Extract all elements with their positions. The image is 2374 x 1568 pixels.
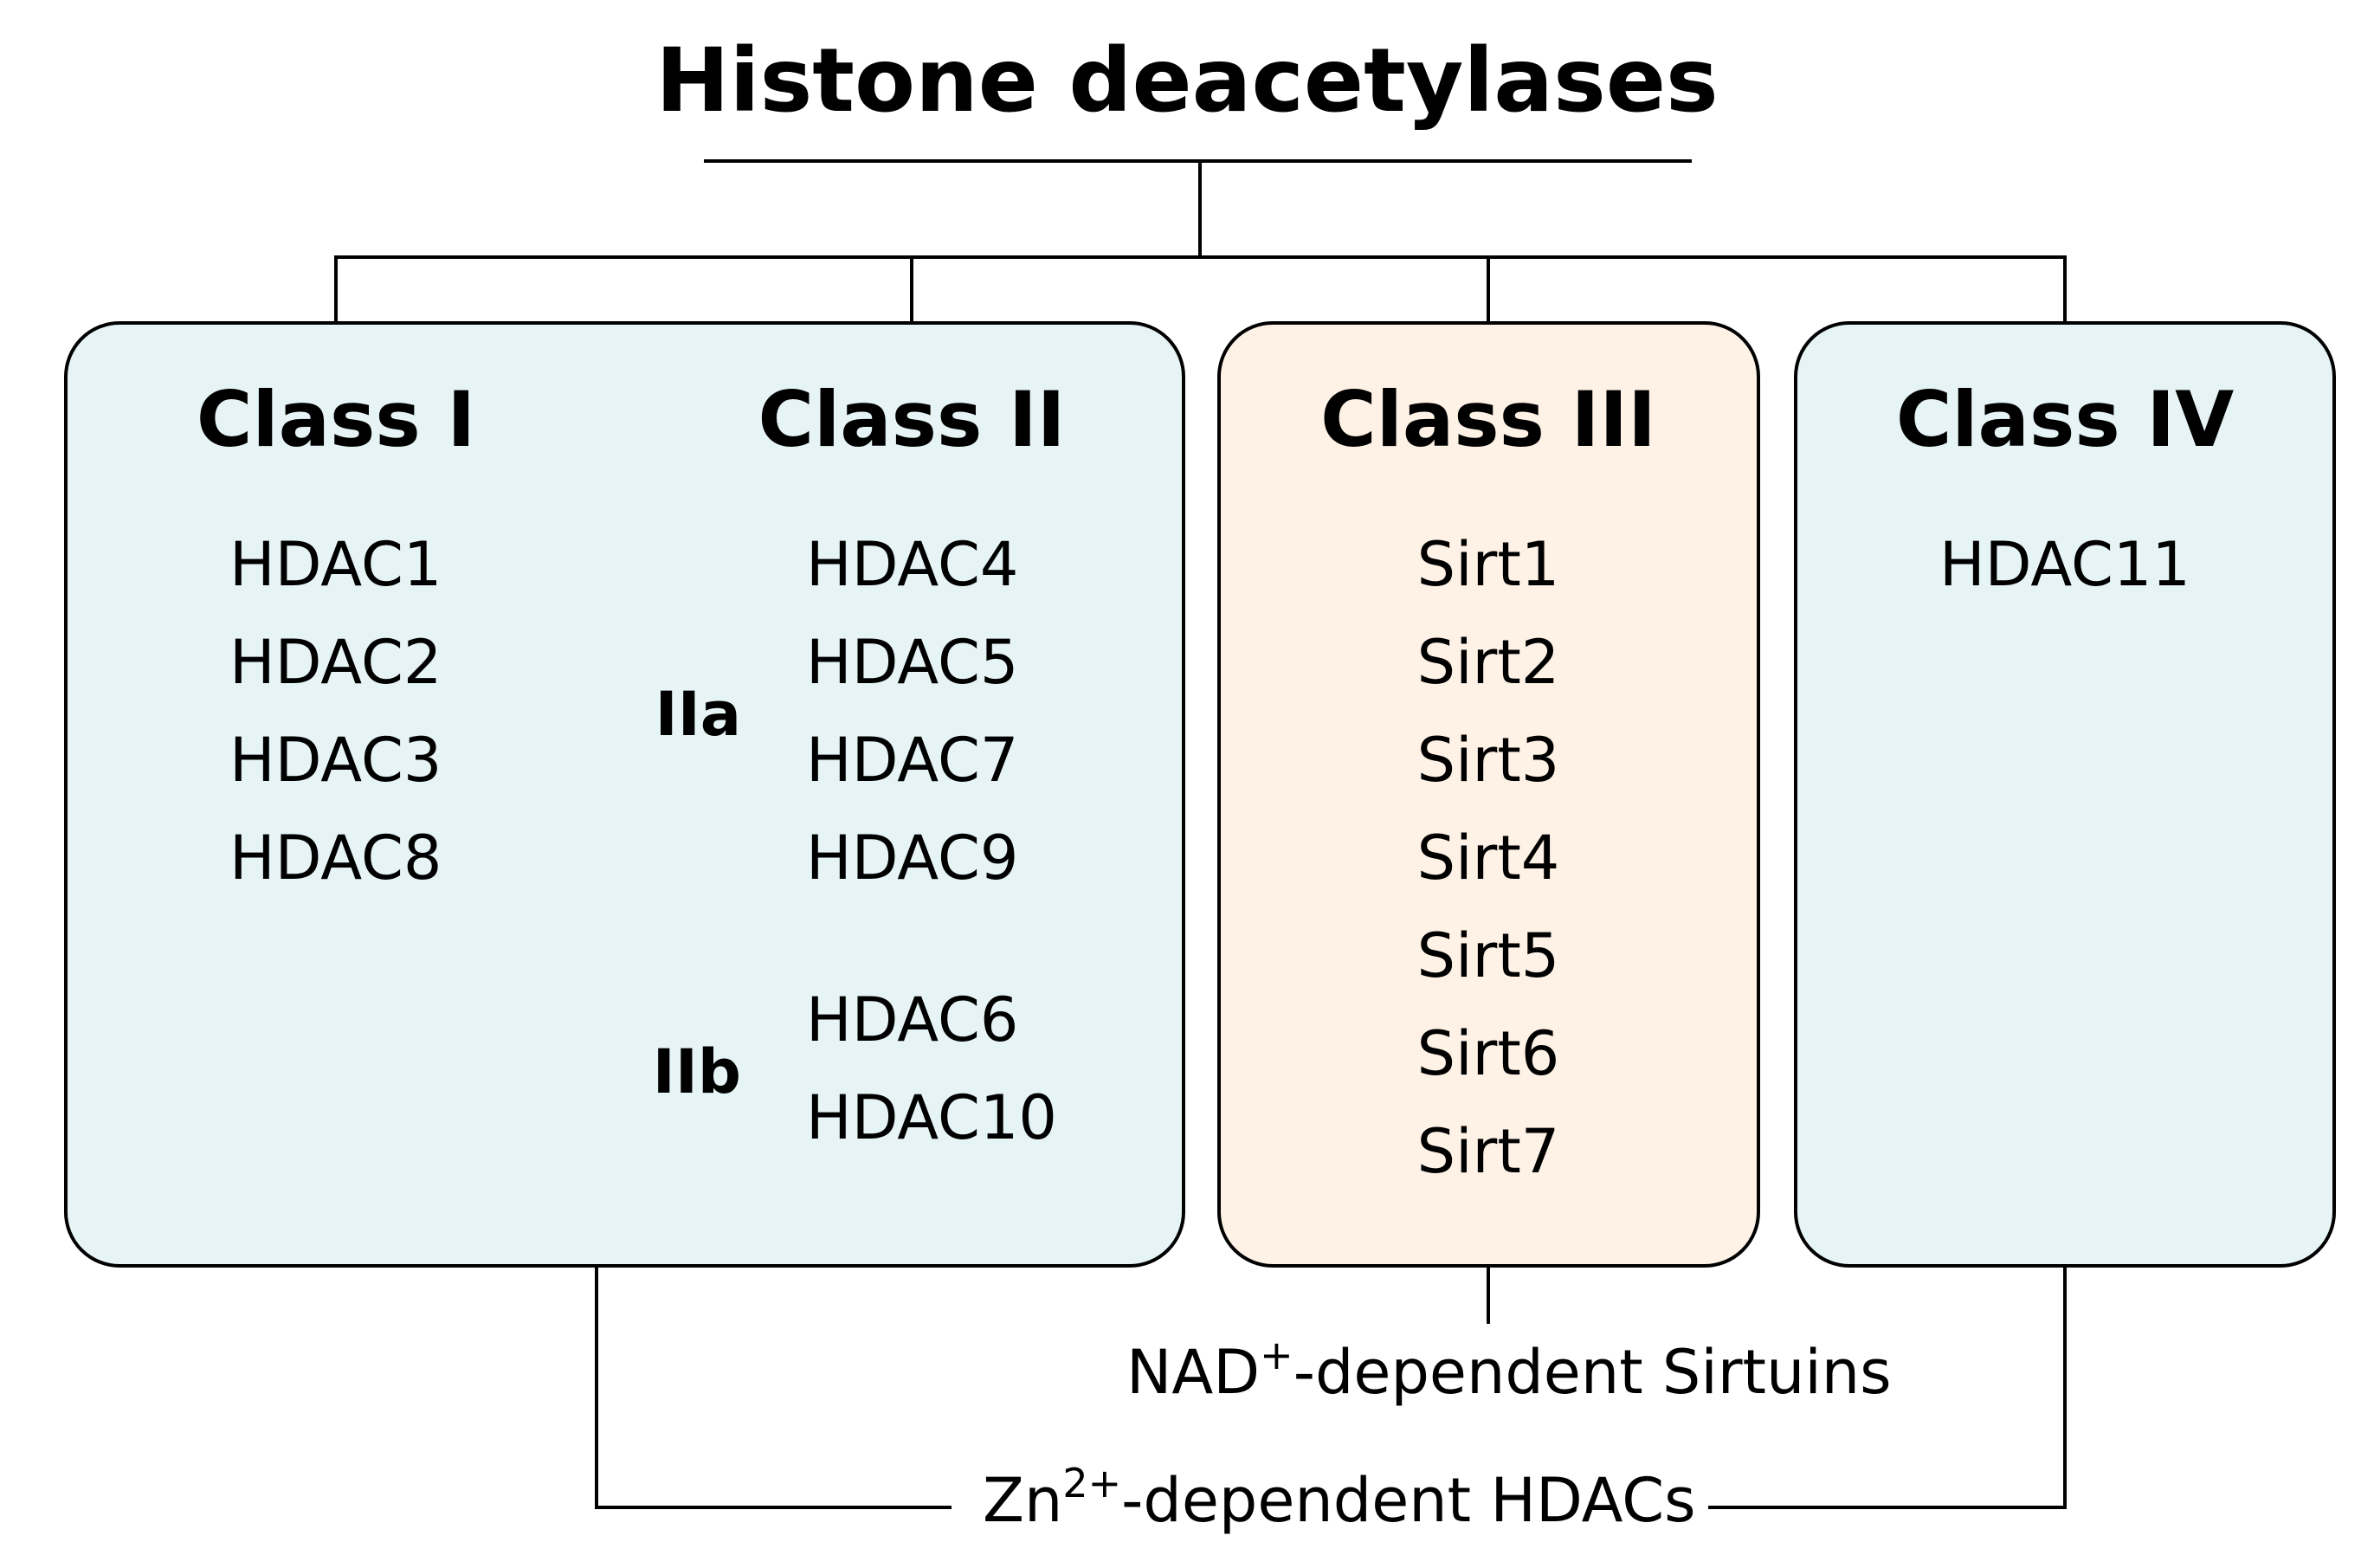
zinc-label-base: Zn <box>983 1465 1063 1536</box>
list-item: HDAC1 <box>229 529 442 600</box>
list-item: Sirt7 <box>1416 1116 1560 1187</box>
list-item: Sirt5 <box>1416 920 1560 991</box>
list-item: Sirt3 <box>1416 725 1560 796</box>
zinc-label-superscript: 2+ <box>1062 1460 1122 1507</box>
class3-member-list: Sirt1 Sirt2 Sirt3 Sirt4 Sirt5 Sirt6 Sirt… <box>1417 516 1560 1201</box>
box-class4 <box>1794 321 2336 1268</box>
class4-member-list: HDAC11 <box>1939 516 2190 614</box>
list-item: Sirt4 <box>1416 823 1560 894</box>
list-item: HDAC2 <box>229 627 442 698</box>
list-item: HDAC8 <box>229 823 442 894</box>
list-item: Sirt1 <box>1416 529 1560 600</box>
list-item: HDAC6 <box>806 984 1019 1055</box>
list-item: HDAC11 <box>1939 529 2190 600</box>
box-class1-class2 <box>64 321 1185 1268</box>
class1-member-list: HDAC1 HDAC2 HDAC3 HDAC8 <box>229 516 442 907</box>
class3-heading: Class III <box>1320 375 1656 464</box>
sirtuins-label-base: NAD <box>1126 1337 1261 1408</box>
zinc-bracket <box>595 1266 952 1509</box>
box-class3 <box>1217 321 1760 1268</box>
class4-heading: Class IV <box>1895 375 2235 464</box>
zinc-group-label: Zn2+-dependent HDACs <box>971 1463 1708 1536</box>
list-item: HDAC3 <box>229 725 442 796</box>
zinc-bracket-right <box>1693 1266 2067 1509</box>
list-item: HDAC9 <box>806 823 1019 894</box>
list-item: HDAC10 <box>806 1082 1057 1153</box>
list-item: HDAC4 <box>806 529 1019 600</box>
sirtuins-label-rest: -dependent Sirtuins <box>1293 1337 1892 1408</box>
list-item: HDAC7 <box>806 725 1019 796</box>
list-item: Sirt6 <box>1416 1018 1560 1089</box>
class2-heading: Class II <box>758 375 1066 464</box>
diagram-title: Histone deacetylases <box>655 29 1719 132</box>
subclass-iia-member-list: HDAC4 HDAC5 HDAC7 HDAC9 <box>806 516 1018 907</box>
zinc-label-rest: -dependent HDACs <box>1121 1465 1696 1536</box>
sirtuins-group-label: NAD+-dependent Sirtuins <box>1126 1335 1892 1408</box>
list-item: Sirt2 <box>1416 627 1560 698</box>
subclass-iia-label: IIa <box>655 679 741 750</box>
subclass-iib-member-list: HDAC6 HDAC10 <box>806 971 1057 1167</box>
sirtuins-label-superscript: + <box>1260 1332 1293 1378</box>
subclass-iib-label: IIb <box>652 1036 741 1107</box>
class1-heading: Class I <box>196 375 476 464</box>
list-item: HDAC5 <box>806 627 1019 698</box>
